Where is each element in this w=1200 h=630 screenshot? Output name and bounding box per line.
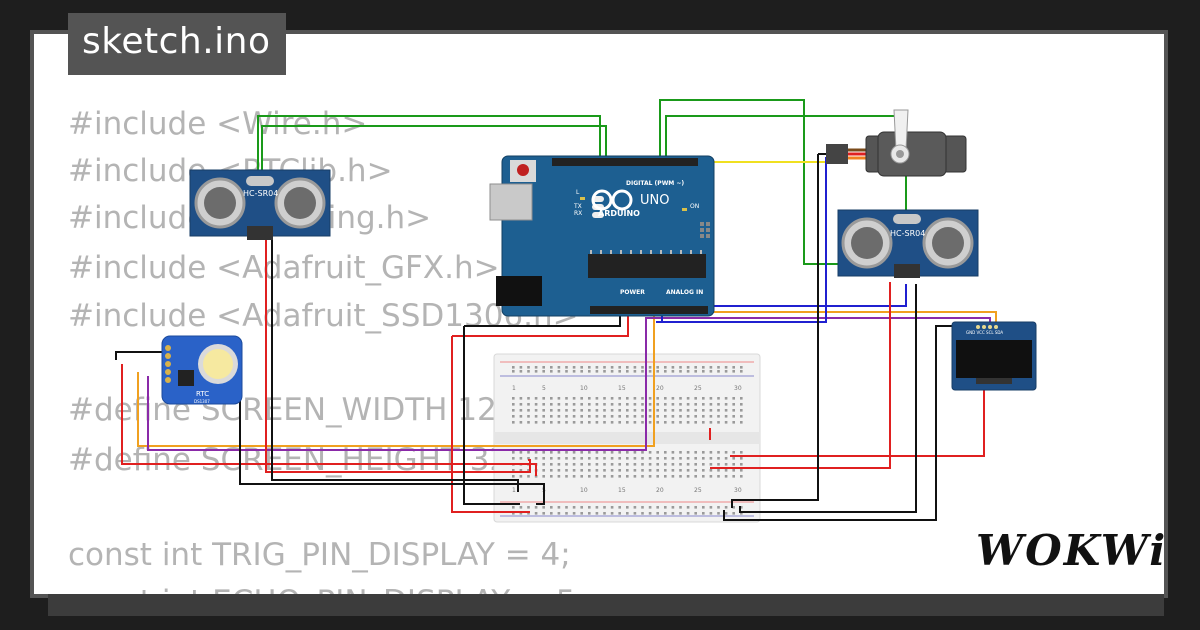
arduino-model: UNO: [640, 193, 669, 208]
breadboard-col-label: 30: [734, 385, 742, 392]
on-led-label: ON: [690, 203, 699, 210]
sensor-label: HC-SR04: [890, 229, 925, 238]
rtc-chip-label: DS1307: [194, 399, 210, 404]
breadboard-col-label: 1: [512, 385, 516, 392]
power-header-label: POWER: [620, 289, 645, 296]
analog-header-label: ANALOG IN: [666, 289, 703, 296]
rtc-module[interactable]: RTC DS1307: [161, 335, 243, 405]
sensor-label: HC-SR04: [243, 189, 278, 198]
arduino-brand: ARDUINO: [598, 209, 640, 218]
breadboard-col-label: 25: [694, 385, 702, 392]
breadboard-col-label: 1: [512, 487, 516, 494]
breadboard-col-label: 10: [580, 487, 588, 494]
servo-motor[interactable]: [826, 109, 967, 177]
code-line: #define SCREEN_HEIGHT 32: [68, 442, 510, 478]
file-name: sketch.ino: [82, 21, 271, 62]
code-line: #include <Wire.h>: [68, 106, 368, 142]
card-shadow: [48, 594, 1164, 616]
oled-pin-labels: GND VCC SCL SDA: [966, 330, 1003, 335]
code-line: #include <Adafruit_GFX.h>: [68, 250, 500, 286]
breadboard-col-label: 25: [694, 487, 702, 494]
breadboard[interactable]: 1 5 10 15 20 25 30 1 5 10 15 20 25 30: [493, 353, 761, 523]
code-line: const int ECHO_PIN_DISPLAY = 5;: [68, 584, 586, 594]
ultrasonic-sensor-2[interactable]: HC-SR04: [837, 209, 979, 278]
tx-led-label: TX: [573, 203, 582, 210]
breadboard-col-label: 15: [618, 487, 626, 494]
breadboard-col-label: 20: [656, 487, 664, 494]
l-led-label: L: [576, 189, 580, 196]
breadboard-col-label: 20: [656, 385, 664, 392]
breadboard-col-label: 30: [734, 487, 742, 494]
breadboard-col-label: 10: [580, 385, 588, 392]
breadboard-holes: [512, 366, 743, 515]
file-name-tag: sketch.ino: [68, 13, 286, 75]
breadboard-col-label: 5: [542, 385, 546, 392]
digital-header-label: DIGITAL (PWM ~): [626, 180, 684, 187]
arduino-uno-board[interactable]: ARDUINO UNO DIGITAL (PWM ~) POWER ANALOG…: [489, 155, 715, 317]
breadboard-col-label: 15: [618, 385, 626, 392]
rx-led-label: RX: [574, 210, 582, 217]
code-line: const int TRIG_PIN_DISPLAY = 4;: [68, 537, 571, 573]
oled-display[interactable]: GND VCC SCL SDA: [951, 321, 1037, 391]
wokwi-logo: WOKWi: [976, 526, 1168, 575]
rtc-label: RTC: [196, 390, 209, 398]
ultrasonic-sensor-1[interactable]: HC-SR04: [189, 169, 331, 240]
